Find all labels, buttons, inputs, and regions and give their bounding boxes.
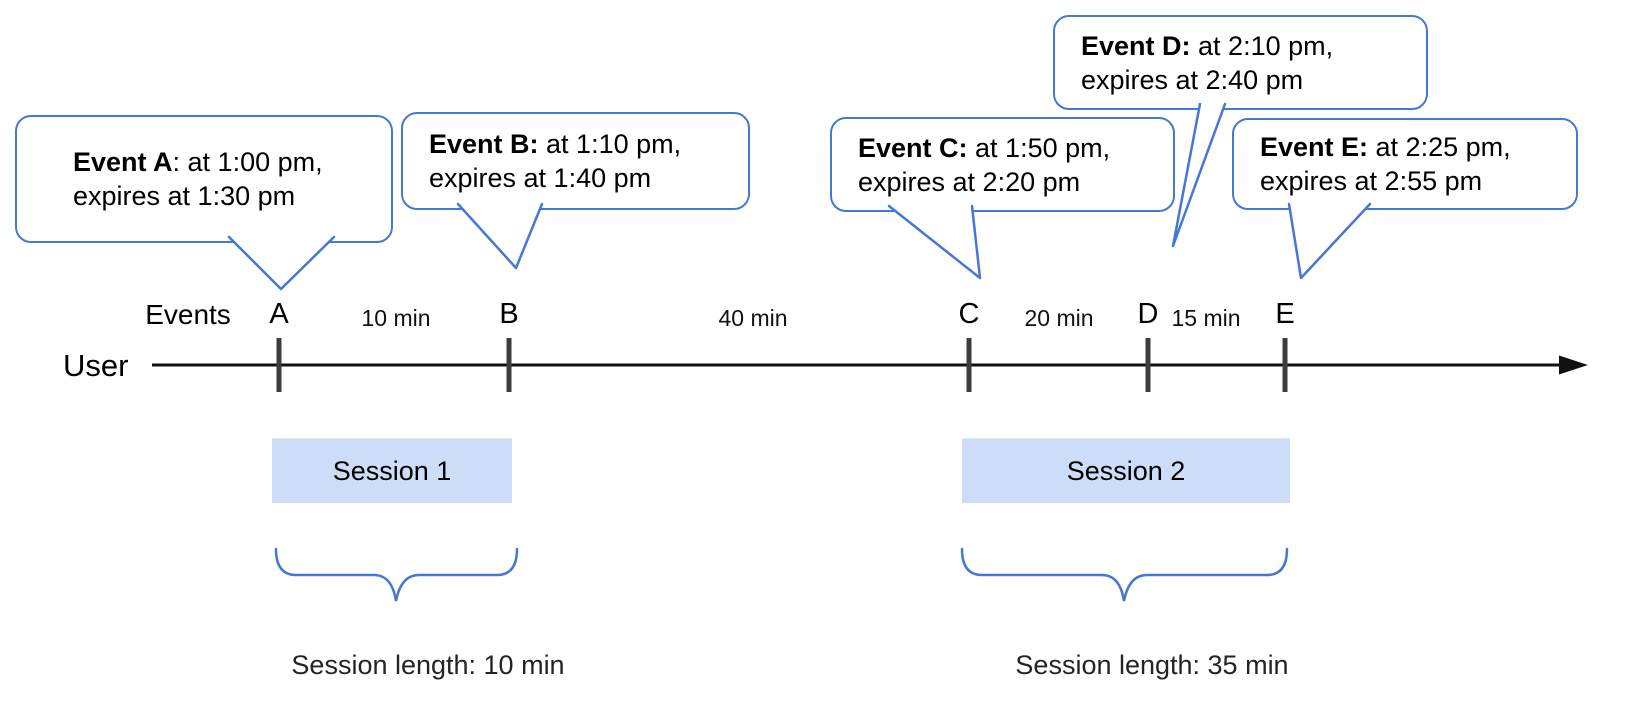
brace-session-1 <box>274 547 519 602</box>
event-b-line1: Event B: at 1:10 pm, <box>429 127 736 161</box>
event-b-expiry: expires at 1:40 pm <box>429 163 652 193</box>
event-b-time: at 1:10 pm, <box>538 129 682 159</box>
event-c-title: Event C: <box>858 132 968 163</box>
event-d-title: Event D: <box>1081 30 1191 61</box>
session-1-label: Session 1 <box>332 455 452 486</box>
event-e-title: Event E: <box>1260 132 1369 162</box>
event-a-expiry: expires at 1:30 pm <box>73 181 296 211</box>
session-1-length-label: Session length: 10 min <box>291 650 565 680</box>
event-a-title: Event A <box>73 147 173 177</box>
session-2-length-label: Session length: 35 min <box>1015 650 1289 680</box>
event-c-expiry: expires at 2:20 pm <box>858 166 1081 197</box>
event-ticks <box>276 338 1288 392</box>
event-marker-d: D <box>1137 298 1159 330</box>
event-c-time: at 1:50 pm, <box>967 132 1111 163</box>
event-marker-a: A <box>269 298 289 330</box>
event-d-bubble: Event D: at 2:10 pm, expires at 2:40 pm <box>1053 15 1428 110</box>
brace-session-2 <box>960 547 1289 602</box>
event-marker-b: B <box>499 298 519 330</box>
gap-d-e-label: 15 min <box>1171 305 1241 331</box>
session-2-bar: Session 2 <box>962 438 1290 503</box>
user-axis-label: User <box>63 348 129 383</box>
timeline-arrow <box>152 355 1588 375</box>
event-d-bubble-tail <box>1171 102 1227 248</box>
event-b-bubble-tail <box>456 202 544 270</box>
arrowhead-icon <box>1559 355 1588 375</box>
event-marker-c: C <box>958 298 980 330</box>
event-c-bubble-tail <box>887 204 982 280</box>
event-a-bubble: Event A: at 1:00 pm, expires at 1:30 pm <box>15 115 393 243</box>
event-b-bubble: Event B: at 1:10 pm, expires at 1:40 pm <box>401 112 750 210</box>
event-e-time: at 2:25 pm, <box>1368 132 1511 162</box>
gap-c-d-label: 20 min <box>1024 305 1094 331</box>
session-2-label: Session 2 <box>1066 455 1186 486</box>
event-e-bubble: Event E: at 2:25 pm, expires at 2:55 pm <box>1232 118 1578 210</box>
event-c-line1: Event C: at 1:50 pm, <box>858 131 1161 165</box>
tick-d <box>1145 338 1151 392</box>
tick-c <box>966 338 972 392</box>
gap-b-c-label: 40 min <box>718 305 788 331</box>
event-a-line1: Event A: at 1:00 pm, <box>73 145 377 179</box>
event-d-expiry: expires at 2:40 pm <box>1081 64 1304 95</box>
session-braces <box>274 547 1289 602</box>
event-c-bubble: Event C: at 1:50 pm, expires at 2:20 pm <box>830 117 1175 212</box>
events-axis-label: Events <box>145 299 231 330</box>
tick-a <box>276 338 282 392</box>
tick-e <box>1282 338 1288 392</box>
event-a-time: : at 1:00 pm, <box>172 147 323 177</box>
event-e-bubble-tail <box>1287 202 1372 280</box>
event-d-time: at 2:10 pm, <box>1190 30 1334 61</box>
gap-a-b-label: 10 min <box>361 305 431 331</box>
event-a-bubble-tail <box>227 235 336 291</box>
event-b-title: Event B: <box>429 129 539 159</box>
event-d-line1: Event D: at 2:10 pm, <box>1081 29 1414 63</box>
event-e-expiry: expires at 2:55 pm <box>1260 166 1483 196</box>
tick-b <box>506 338 512 392</box>
event-marker-e: E <box>1275 298 1295 330</box>
session-1-bar: Session 1 <box>272 438 512 503</box>
event-e-line1: Event E: at 2:25 pm, <box>1260 130 1564 164</box>
